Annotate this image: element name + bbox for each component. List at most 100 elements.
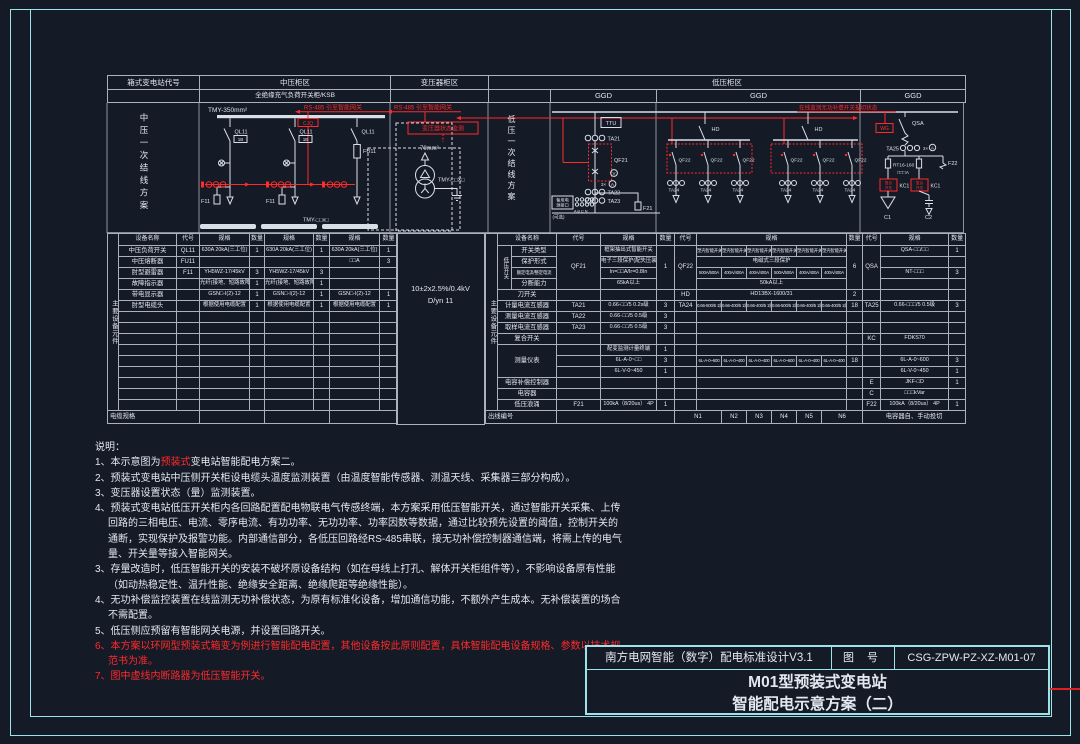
cell: GSN□-I(2)-12 [264, 289, 314, 301]
cell: 630A 20kA(三工位) [329, 245, 380, 257]
table-row [108, 355, 398, 367]
cell [176, 300, 200, 312]
cell: QL11 [176, 245, 200, 257]
cell [696, 366, 848, 378]
cell: 3 [656, 355, 676, 367]
ttu-label: TTU [606, 121, 617, 127]
table-row [108, 399, 398, 411]
switch-ql11-label: QL11 [362, 130, 375, 136]
cell [696, 311, 848, 323]
note-line: 1、本示意图为预装式变电站智能配电方案二。 [95, 455, 622, 470]
table-row: 分断能力 65kA以上 50kA以上 [486, 278, 967, 290]
figure-number-label: 图 号 [832, 647, 895, 669]
cell [264, 333, 314, 345]
cell: 3 [656, 322, 676, 334]
cell [176, 322, 200, 334]
cell: QSA-□□/□□ [880, 245, 950, 257]
cell: 电子三段保护(配失压装置) [600, 256, 658, 268]
cell [329, 278, 380, 290]
cell [199, 311, 250, 323]
cell [199, 344, 250, 356]
notes-title: 说明： [95, 442, 125, 453]
lv-equipment-table: 主要设备元件 设备名称 代号 规格 数量 代号 规格 数量 代号 规格 数量 低… [484, 233, 967, 424]
cell [556, 366, 602, 378]
cell [880, 256, 950, 268]
composite-switch-tag-1: 复合 [916, 180, 924, 185]
arrester-f11-label: F11 [201, 199, 210, 205]
cell: 取样电流互感器 [496, 322, 558, 334]
cell: TA25 [862, 300, 882, 312]
cell: 400A/400A [721, 267, 748, 279]
cell: 根据使用电缆配置 [199, 300, 250, 312]
cell: KC [862, 333, 882, 345]
cell [674, 388, 698, 400]
cell [948, 388, 967, 400]
cell [696, 399, 848, 411]
cell [176, 388, 200, 400]
lv-cable-size-label: 70mm² [420, 146, 439, 152]
note-line: （如动热稳定性、温升性能、绝缘安全距离、绝缘爬距等绝缘性能）。 [108, 579, 413, 591]
cell: 肘型电缆头 [118, 300, 177, 312]
cell [264, 322, 314, 334]
cell: 1 [379, 289, 398, 301]
fuse-rating-label: □□□A [897, 170, 910, 176]
cell: 3 [948, 267, 967, 279]
cell [556, 355, 602, 367]
cell [313, 311, 330, 323]
lv-cable-label: TMY-□□X□ [438, 178, 465, 184]
zone-transformer: 变压器柜区 [390, 75, 489, 90]
cell [264, 399, 314, 411]
cell: TA22 [556, 311, 602, 323]
cell [118, 388, 177, 400]
breaker-qf22-label: QF22 [823, 158, 835, 164]
table-row: 低压浪涌 F21 100kA（8/20us） 4P 1 F22 100kA（8/… [486, 399, 967, 411]
cell [176, 399, 200, 411]
optional-label: (可选) [553, 214, 565, 221]
cell: 50kA以上 [696, 278, 848, 290]
cell: 塑壳智能开关400 [796, 245, 823, 257]
cell [118, 355, 177, 367]
cell: E [862, 377, 882, 389]
transformer-spec-cell: 10±2x2.5%/0.4kV D/yn 11 [396, 233, 485, 425]
cell: 0.66-500/5 1级 [771, 300, 798, 312]
feeder-n2: N2 [721, 410, 748, 424]
cell: 2 [846, 289, 864, 301]
cell: 1 [948, 245, 967, 257]
cell [880, 344, 950, 356]
cell: FDKS70 [880, 333, 950, 345]
cell [696, 333, 848, 345]
cell [948, 333, 967, 345]
ttu-box [600, 117, 622, 128]
cell [313, 399, 330, 411]
fuse-rt16-label: RT16-160 [893, 163, 915, 169]
cabinet-ksb: 全绝缘充气负荷开关柜/KSB [199, 89, 391, 103]
header-cell: 代号 [862, 233, 882, 246]
cell [600, 377, 658, 389]
note-line: 3、变压器设置状态（量）监测装置。 [95, 487, 261, 499]
project-name: 南方电网智能（数字）配电标准设计V3.1 [587, 647, 832, 669]
cell: HD13BX-1600/31 [696, 289, 848, 301]
cell: 1 [656, 366, 676, 378]
cell [556, 377, 602, 389]
note-line: 通断，实现保护及报警功能。内部通信部分，各低压回路经RS-485串联，接无功补偿… [108, 533, 622, 545]
cell: 1 [249, 289, 265, 301]
breaker-qf22-label: QF22 [743, 158, 755, 164]
cell [556, 410, 676, 424]
header-cell: 规格 [600, 233, 658, 246]
cell: 1 [948, 399, 967, 411]
zone-mv: 中压柜区 [199, 75, 391, 90]
cable-temp-collector-box [297, 118, 319, 127]
cell [674, 344, 698, 356]
cell: 低压浪涌 [496, 399, 558, 411]
cell [176, 289, 200, 301]
cell: 1 [249, 278, 265, 290]
cell [249, 311, 265, 323]
cell [846, 333, 864, 345]
cell: 6L-A-0~400 [746, 355, 773, 367]
note-line: 3、存量改造时，低压智能开关的安装不破坏原设备结构（如在母线上打孔、解体开关柜组… [95, 564, 616, 576]
cell [264, 366, 314, 378]
voltmeter-symbol: V [613, 171, 616, 176]
cell [313, 388, 330, 400]
cell: 额定电流/整定电流 [510, 267, 558, 279]
